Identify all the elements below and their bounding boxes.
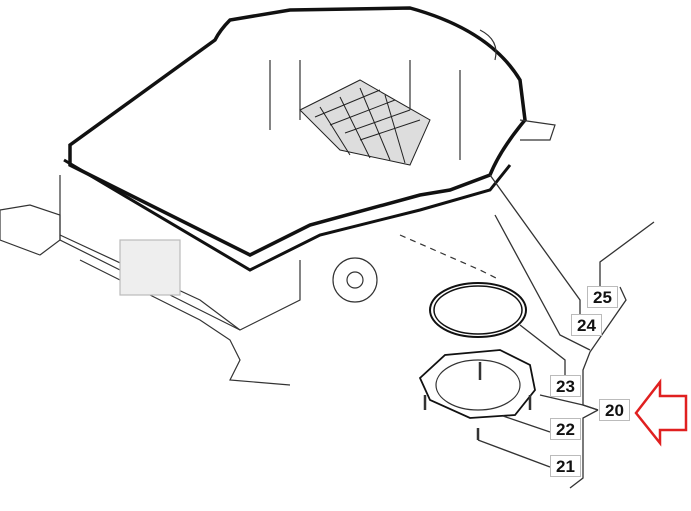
part-label-22[interactable]: 22 — [550, 418, 581, 440]
filter-grid — [299, 79, 431, 166]
part-label-20[interactable]: 20 — [599, 399, 630, 421]
o-ring-24 — [429, 282, 527, 338]
red-arrow-icon — [634, 378, 688, 447]
screw — [423, 362, 532, 440]
gasket-plate-22 — [418, 349, 536, 419]
part-label-24[interactable]: 24 — [571, 314, 602, 336]
part-label-25[interactable]: 25 — [587, 286, 618, 308]
part-label-21[interactable]: 21 — [550, 455, 581, 477]
leader-lines — [477, 174, 655, 489]
housing-gasket — [68, 6, 527, 257]
housing-drawing — [0, 6, 655, 489]
part-label-23[interactable]: 23 — [550, 375, 581, 397]
